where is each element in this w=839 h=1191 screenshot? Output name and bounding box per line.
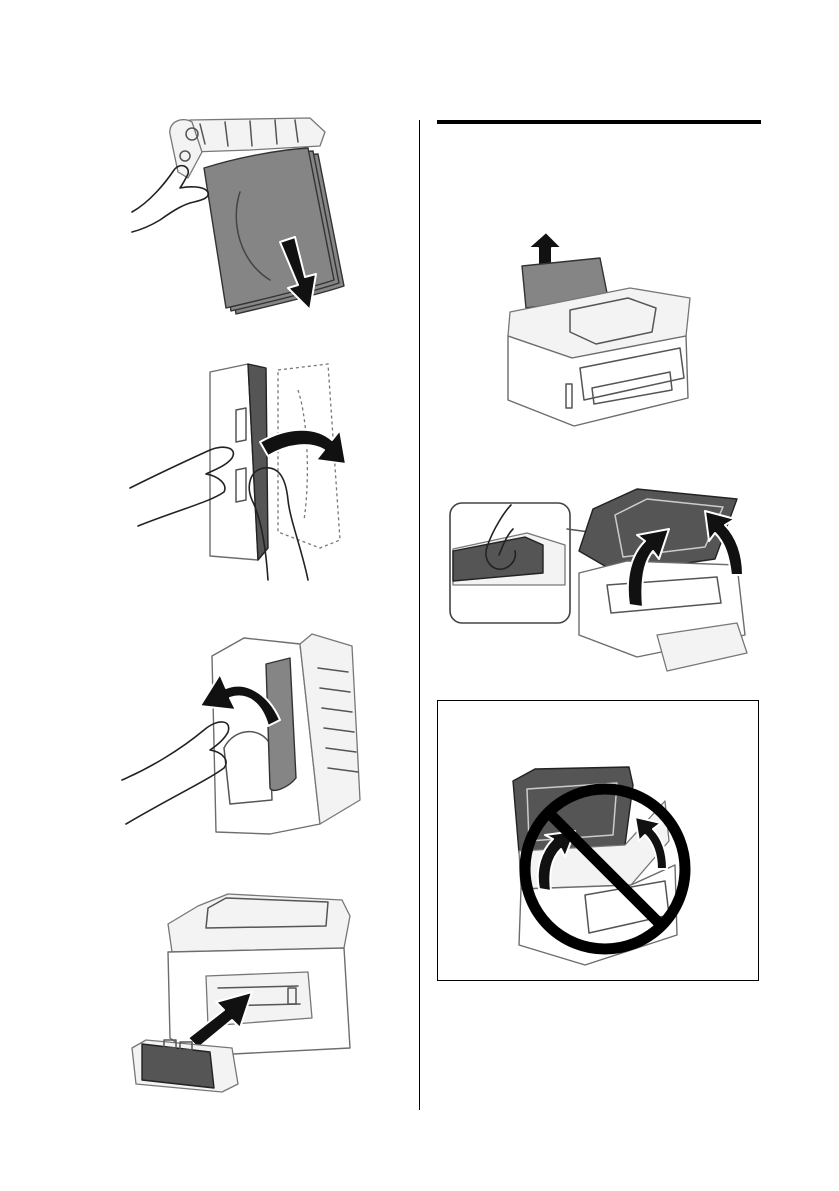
- jammed-paper-drawing: [204, 148, 344, 314]
- column-divider: [419, 120, 420, 1110]
- figure-lift-scanner: [447, 485, 752, 680]
- rear-unit-drawing: [210, 364, 340, 560]
- printer-drawing: [508, 258, 690, 426]
- hand-drawing: [132, 166, 208, 232]
- figure-attach-rear-unit: [128, 888, 353, 1098]
- figure-rear-feed-paper: [500, 228, 700, 438]
- figure-paper-removal: [130, 112, 350, 317]
- figure-remove-inner-paper: [120, 628, 370, 843]
- hand-drawing: [122, 722, 229, 824]
- figure-open-rear-cover: [128, 360, 358, 585]
- rear-unit-part-drawing: [132, 1040, 238, 1092]
- section-heading-rule: [437, 120, 761, 124]
- handle-detail-inset: [450, 503, 597, 623]
- figure-prohibited-lift: [505, 765, 690, 973]
- open-rear-unit-drawing: [212, 634, 360, 834]
